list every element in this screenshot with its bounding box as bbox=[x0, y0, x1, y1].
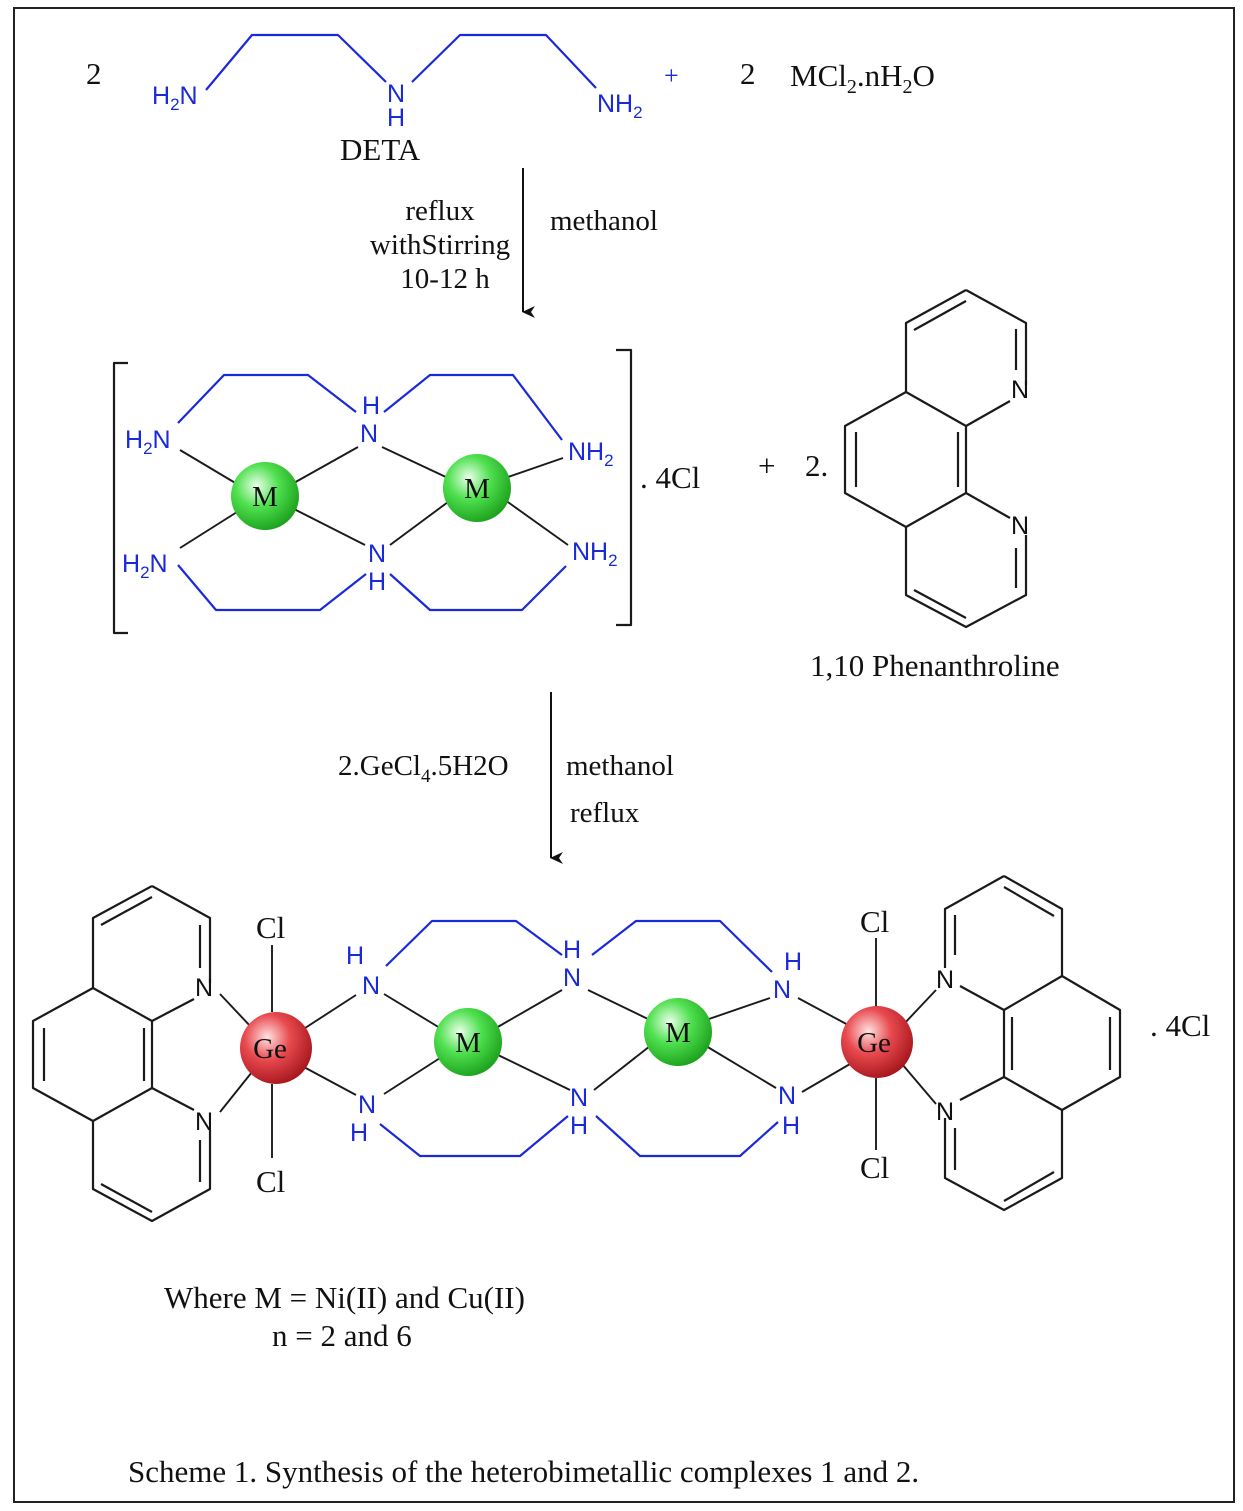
atom-nh2: NH2 bbox=[597, 90, 643, 122]
metal-center-m bbox=[644, 998, 712, 1066]
svg-text:N: N bbox=[778, 1082, 796, 1110]
metal-salt-formula: MCl2.nH2O bbox=[790, 58, 935, 98]
svg-text:N: N bbox=[563, 964, 581, 992]
svg-text:H: H bbox=[368, 568, 386, 596]
svg-text:Cl: Cl bbox=[860, 1150, 889, 1185]
step1-solvent: methanol bbox=[550, 205, 658, 237]
intermediate-complex: M M H2N H2N H N N H NH2 NH2 bbox=[112, 348, 633, 635]
intermediate-plus-sign: + bbox=[758, 448, 775, 483]
svg-text:NH2: NH2 bbox=[572, 538, 618, 570]
intermediate-counter-ion: . 4Cl bbox=[640, 460, 700, 495]
step2-reagent: 2.GeCl4.5H2O bbox=[338, 750, 509, 787]
svg-text:N: N bbox=[936, 966, 954, 994]
svg-text:N: N bbox=[1011, 512, 1029, 540]
svg-text:H: H bbox=[350, 1119, 368, 1147]
metal-center-m bbox=[434, 1008, 502, 1076]
scheme-frame bbox=[13, 7, 1235, 1503]
atom-h: H bbox=[387, 104, 405, 132]
svg-text:M: M bbox=[464, 473, 490, 505]
svg-text:N: N bbox=[570, 1084, 588, 1112]
reactants-row: 2 H2N N H NH2 DETA + 2 MCl2.nH2O bbox=[86, 33, 935, 167]
step2-arrow-group: 2.GeCl4.5H2O methanol reflux bbox=[338, 692, 674, 864]
atom-h2n: H2N bbox=[152, 82, 198, 114]
svg-text:N: N bbox=[936, 1098, 954, 1126]
hydration-definition-note: n = 2 and 6 bbox=[272, 1318, 412, 1353]
metal-definition-note: Where M = Ni(II) and Cu(II) bbox=[164, 1280, 525, 1315]
svg-text:M: M bbox=[455, 1027, 481, 1059]
scheme-caption: Scheme 1. Synthesis of the heterobimetal… bbox=[128, 1454, 919, 1489]
product-counter-ion: . 4Cl bbox=[1150, 1008, 1210, 1043]
product-complex: N N Ge Cl Cl M M H N N bbox=[31, 875, 1122, 1223]
svg-text:Cl: Cl bbox=[860, 904, 889, 939]
svg-text:N: N bbox=[195, 974, 213, 1002]
phenanthroline-label: 1,10 Phenanthroline bbox=[810, 648, 1060, 683]
svg-text:H: H bbox=[346, 942, 364, 970]
deta-label: DETA bbox=[340, 132, 421, 167]
step1-arrow-group: reflux withStirring 10-12 h methanol bbox=[370, 168, 658, 318]
svg-text:H: H bbox=[570, 1112, 588, 1140]
svg-text:N: N bbox=[368, 540, 386, 568]
atom-n: N bbox=[387, 80, 405, 108]
phenanthroline-coefficient: 2. bbox=[805, 448, 828, 483]
svg-text:H: H bbox=[782, 1112, 800, 1140]
svg-text:Ge: Ge bbox=[857, 1027, 891, 1059]
svg-text:NH2: NH2 bbox=[568, 438, 614, 470]
svg-text:N: N bbox=[358, 1091, 376, 1119]
deta-molecule: H2N N H NH2 bbox=[152, 33, 643, 132]
svg-text:Ge: Ge bbox=[253, 1033, 287, 1065]
salt-coefficient: 2 bbox=[740, 56, 756, 91]
plus-sign: + bbox=[664, 61, 679, 90]
germanium-center bbox=[841, 1006, 913, 1078]
svg-text:N: N bbox=[1011, 376, 1029, 404]
svg-text:Cl: Cl bbox=[256, 910, 285, 945]
svg-text:N: N bbox=[360, 420, 378, 448]
svg-text:H2N: H2N bbox=[125, 426, 171, 458]
phenanthroline-molecule: N N bbox=[843, 289, 1029, 629]
svg-text:N: N bbox=[362, 972, 380, 1000]
svg-text:H: H bbox=[362, 392, 380, 420]
step2-solvent: methanol bbox=[566, 750, 674, 782]
step2-condition: reflux bbox=[570, 797, 640, 829]
svg-text:H2N: H2N bbox=[122, 550, 168, 582]
svg-text:M: M bbox=[252, 481, 278, 513]
germanium-center bbox=[240, 1012, 312, 1084]
svg-text:H: H bbox=[563, 936, 581, 964]
step1-condition-time: 10-12 h bbox=[400, 263, 490, 295]
deta-coefficient: 2 bbox=[86, 56, 102, 91]
svg-text:N: N bbox=[195, 1108, 213, 1136]
svg-text:Cl: Cl bbox=[256, 1164, 285, 1199]
svg-text:N: N bbox=[773, 976, 791, 1004]
step1-condition-stirring: withStirring bbox=[370, 229, 510, 261]
step1-condition-reflux: reflux bbox=[405, 195, 475, 227]
metal-center-m bbox=[443, 454, 511, 522]
svg-text:M: M bbox=[665, 1017, 691, 1049]
metal-center-m bbox=[231, 462, 299, 530]
svg-text:H: H bbox=[784, 948, 802, 976]
